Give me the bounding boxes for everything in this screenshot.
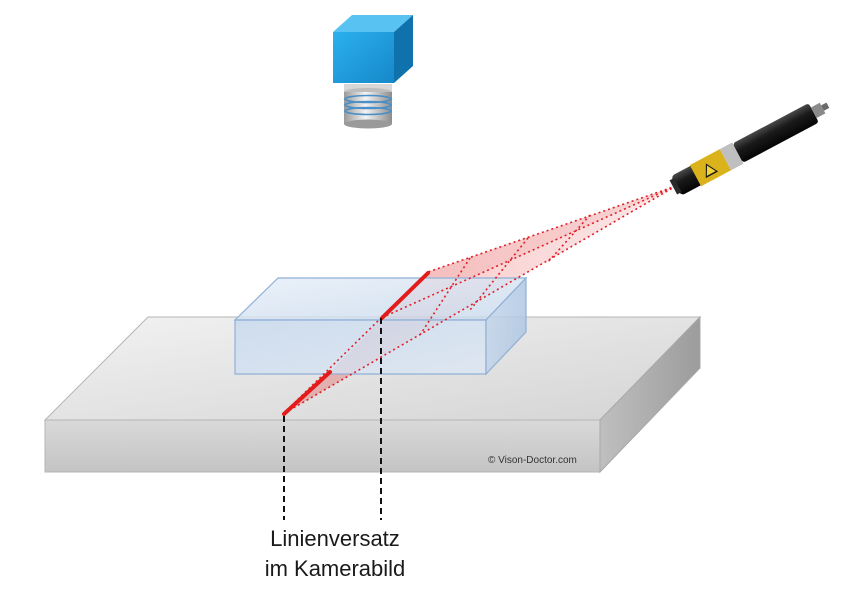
camera-icon xyxy=(333,15,413,129)
object-block xyxy=(233,276,528,376)
object-block-front xyxy=(234,319,487,375)
caption-line-2: im Kamerabild xyxy=(264,556,406,581)
copyright-notice: © Vison-Doctor.com xyxy=(488,455,577,466)
laser-line-on-plate xyxy=(282,370,332,416)
object-block-side xyxy=(485,276,527,376)
caption-line-1: Linienversatz xyxy=(270,526,400,551)
laser-lines xyxy=(282,271,430,416)
laser-beam-edges xyxy=(282,185,677,415)
object-block-top xyxy=(233,277,528,321)
caption: Linienversatz im Kamerabild xyxy=(215,524,455,584)
offset-guides xyxy=(283,318,382,520)
laser-projector-icon xyxy=(669,102,830,195)
laser-line-on-block xyxy=(380,271,430,320)
base-plate-side xyxy=(599,315,701,474)
